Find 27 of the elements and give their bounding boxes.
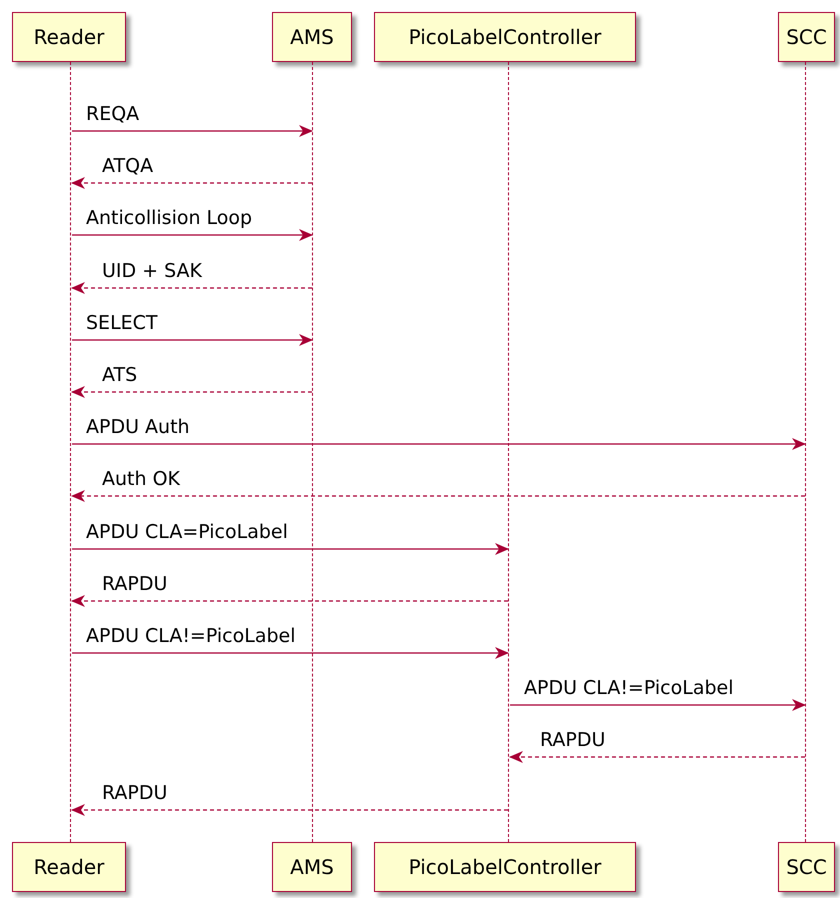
message-arrow [72, 125, 313, 137]
message-arrow [72, 334, 313, 346]
participant-box: PicoLabelController [374, 842, 636, 892]
message-arrow [72, 543, 509, 555]
message-arrow [72, 229, 313, 241]
message-arrow [71, 595, 508, 607]
message-arrow [71, 282, 312, 294]
participant-box: Reader [12, 12, 126, 62]
participant-box: SCC [778, 842, 835, 892]
message-arrow [71, 490, 805, 502]
participant-box: SCC [778, 12, 835, 62]
lifeline [805, 62, 807, 842]
message-label: ATQA [100, 155, 156, 177]
lifeline [312, 62, 314, 842]
message-arrow [71, 177, 312, 189]
message-arrow [72, 438, 806, 450]
participant-box: AMS [272, 842, 352, 892]
message-arrow [72, 647, 509, 659]
participant-box: AMS [272, 12, 352, 62]
participant-box: PicoLabelController [374, 12, 636, 62]
participant-box: Reader [12, 842, 126, 892]
message-arrow [71, 386, 312, 398]
lifeline [508, 62, 510, 842]
message-arrow [509, 751, 805, 763]
message-arrow [510, 699, 806, 711]
lifeline [70, 62, 72, 842]
message-arrow [71, 804, 508, 816]
